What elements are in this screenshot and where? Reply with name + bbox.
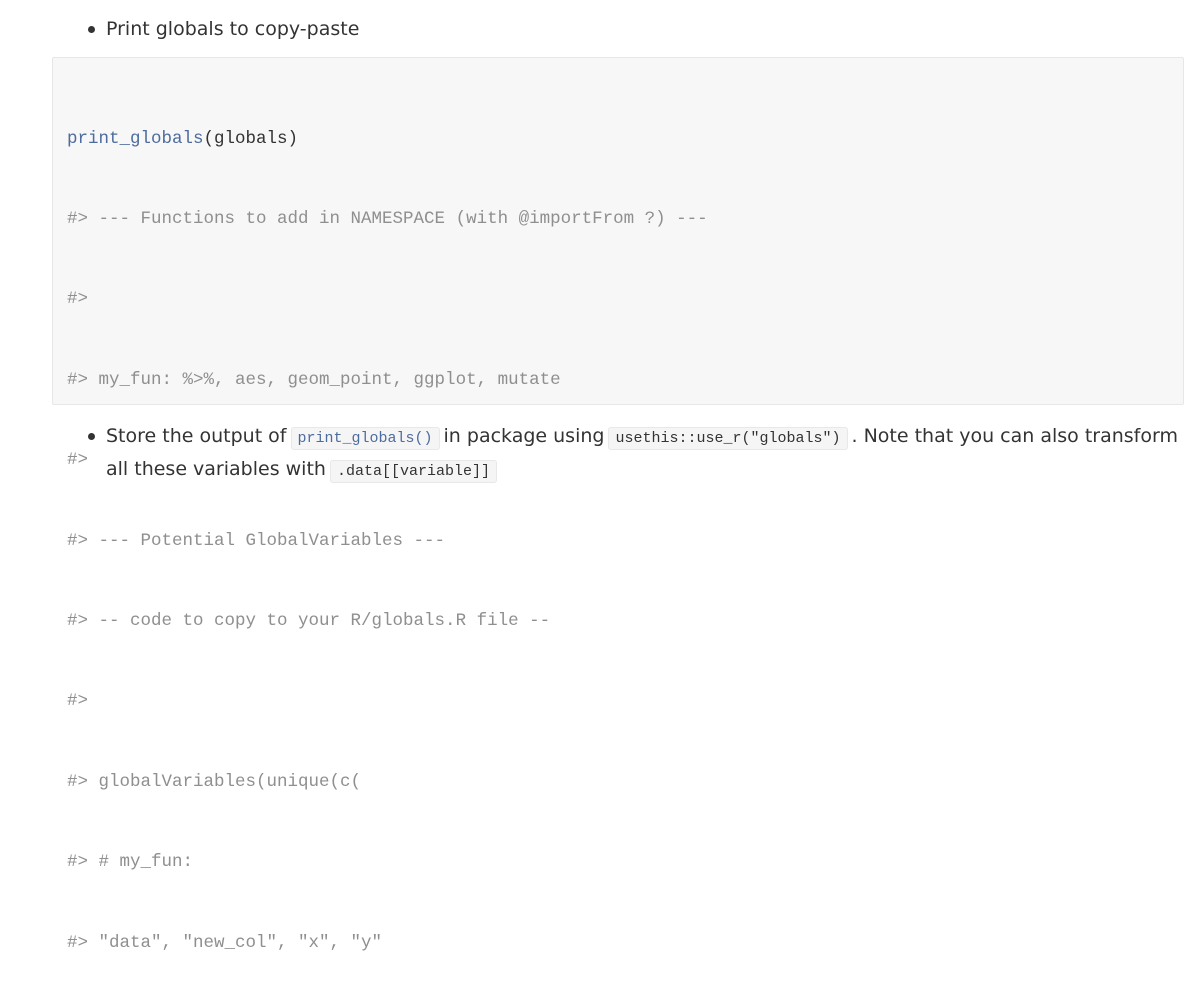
bullet-text-part: . Note that you can also transform all t… <box>106 425 1178 480</box>
bullet-dot-icon <box>88 433 95 440</box>
inline-code-print-globals: print_globals() <box>290 427 440 450</box>
inline-code-use-r: usethis::use_r("globals") <box>608 427 848 450</box>
bullet-item-print-globals: Print globals to copy-paste <box>88 14 359 44</box>
code-output-line: #> --- Functions to add in NAMESPACE (wi… <box>67 208 708 229</box>
bullet-text-part: Store the output of <box>106 425 287 447</box>
code-output-line: #> globalVariables(unique(c( <box>67 771 362 792</box>
code-output-line: #> # my_fun: <box>67 852 194 873</box>
code-output-line: #> "data", "new_col", "x", "y" <box>67 932 383 953</box>
code-block: print_globals(globals) #> --- Functions … <box>52 57 1184 953</box>
code-output-line: #> my_fun: %>%, aes, geom_point, ggplot,… <box>67 369 561 390</box>
code-function-name: print_globals <box>67 128 204 149</box>
code-output-line: #> <box>67 289 89 310</box>
code-output-line: #> --- Potential GlobalVariables --- <box>67 530 446 551</box>
code-output-line: #> <box>67 691 89 712</box>
code-call-args: (globals) <box>203 128 299 149</box>
code-call-line: print_globals(globals) <box>67 126 1183 153</box>
bullet-text-part: in package using <box>443 425 605 447</box>
bullet-dot-icon <box>88 26 95 33</box>
inline-code-data-variable: .data[[variable]] <box>329 460 497 483</box>
bullet-text: Print globals to copy-paste <box>106 18 360 40</box>
code-output-line: #> <box>67 450 89 471</box>
code-output-line: #> -- code to copy to your R/globals.R f… <box>67 610 551 631</box>
